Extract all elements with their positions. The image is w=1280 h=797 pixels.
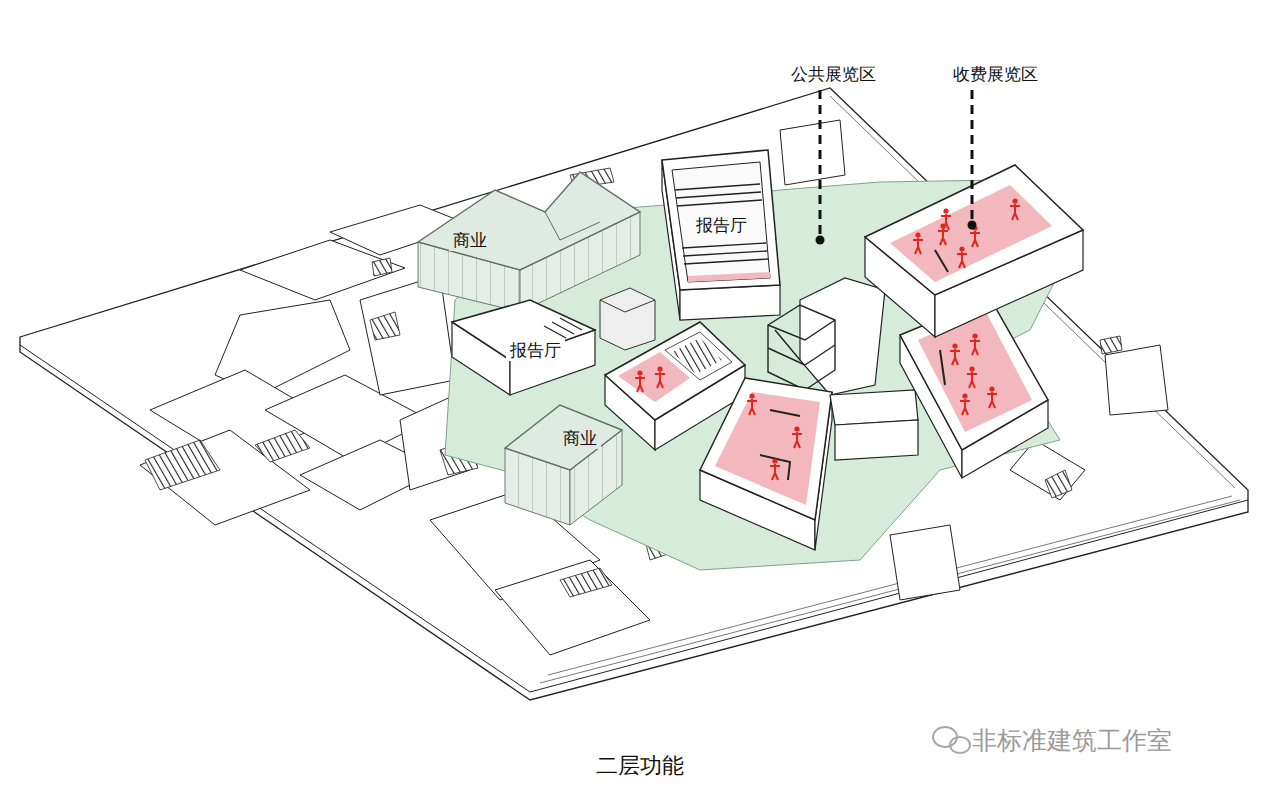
- room-name: 报告厅: [696, 215, 747, 235]
- room-label-box: 报告厅: [692, 214, 751, 236]
- callout-label: 收费展览区: [953, 64, 1038, 84]
- room-label-box: 报告厅: [506, 339, 565, 361]
- room-name: 商业: [563, 428, 597, 448]
- room-label-box: 商业: [559, 427, 601, 449]
- callout-label: 公共展览区: [791, 64, 876, 84]
- room-label-box: 商业: [449, 229, 491, 251]
- caption: 二层功能: [596, 753, 684, 779]
- room-name: 商业: [453, 230, 487, 250]
- room-name: 报告厅: [510, 340, 561, 360]
- watermark: 非标准建筑工作室: [972, 726, 1172, 756]
